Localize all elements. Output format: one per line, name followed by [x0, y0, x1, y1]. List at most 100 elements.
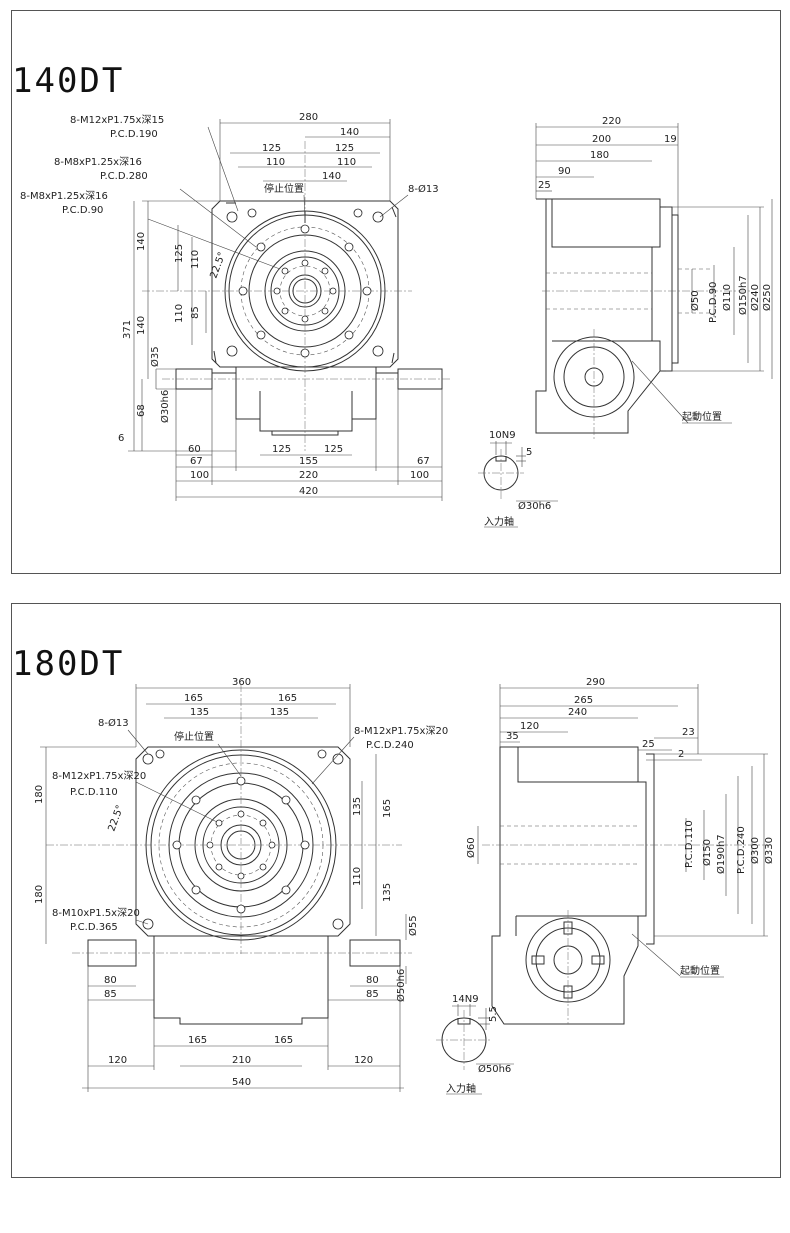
- dim-bottom-165b: 165: [274, 1035, 293, 1046]
- dim-side-90: 90: [558, 166, 571, 177]
- front-holes-inner: [273, 259, 337, 323]
- front-corner-holes: [142, 749, 344, 930]
- dim-top-140c: 140: [322, 171, 341, 182]
- dim-side-23: 23: [682, 727, 695, 738]
- dim-bottom-420: 420: [299, 486, 318, 497]
- dim-side-35: 35: [506, 731, 519, 742]
- callout-holes-13: 8-Ø13: [408, 183, 439, 195]
- dim-bottom-85b: 85: [366, 989, 379, 1000]
- shaft-dia: Ø50h6: [478, 1063, 511, 1075]
- front-holes-outer: [238, 224, 372, 358]
- drawing-panel-180dt: 180DT: [11, 603, 781, 1178]
- dim-side-220: 220: [602, 116, 621, 127]
- dim-left-371: 371: [122, 320, 133, 339]
- callout-m12: 8-M12xP1.75x深20: [354, 725, 448, 737]
- dim-left-d30h6: Ø30h6: [159, 390, 171, 423]
- dim-left-68: 68: [136, 404, 147, 417]
- dim-left-6: 6: [118, 433, 124, 444]
- front-input-shaft-left: [87, 939, 137, 967]
- front-holes-inner: [206, 810, 276, 880]
- shaft-depth-5-5: 5.5: [488, 1006, 499, 1022]
- dim-bottom-80b: 80: [366, 975, 379, 986]
- dim-top-165a: 165: [184, 693, 203, 704]
- callout-m8b-pcd: P.C.D.90: [62, 205, 103, 216]
- callout-m8b: 8-M8xP1.25x深16: [20, 190, 108, 202]
- dim-side-d60: Ø60: [465, 837, 477, 858]
- dim-left-140b: 140: [136, 316, 147, 335]
- dim-side-120: 120: [520, 721, 539, 732]
- dim-bottom-125a: 125: [272, 444, 291, 455]
- front-mounting-plate: [135, 746, 351, 937]
- dim-side-d150h7: Ø150h7: [737, 275, 749, 315]
- dim-side-d110: Ø110: [721, 284, 733, 311]
- dim-top-110a: 110: [266, 157, 285, 168]
- shaft-depth-5: 5: [526, 447, 532, 458]
- side-housing: [535, 198, 661, 434]
- dim-bottom-165a: 165: [188, 1035, 207, 1046]
- dim-left-180a: 180: [34, 785, 45, 804]
- dim-bottom-210: 210: [232, 1055, 251, 1066]
- dim-bottom-220: 220: [299, 470, 318, 481]
- dim-left-110b: 110: [174, 304, 185, 323]
- callout-holes-13: 8-Ø13: [98, 717, 129, 729]
- dim-side-d250: Ø250: [761, 284, 773, 311]
- shaft-key-10n9: 10N9: [489, 430, 516, 441]
- dim-bottom-120a: 120: [108, 1055, 127, 1066]
- dim-side-pcd110: P.C.D.110: [684, 820, 695, 868]
- drawing-title: 140DT: [12, 61, 125, 101]
- front-lower-housing: [153, 936, 329, 1025]
- dim-side-d150: Ø150: [701, 839, 713, 866]
- dim-bottom-100a: 100: [190, 470, 209, 481]
- dim-side-d50: Ø50: [689, 290, 701, 311]
- dim-side-d300: Ø300: [749, 837, 761, 864]
- dim-side-pcd90: P.C.D.90: [708, 282, 719, 323]
- dim-side-d190h7: Ø190h7: [715, 834, 727, 874]
- angle-22-5: 22.5°: [208, 251, 228, 280]
- dim-side-290: 290: [586, 677, 605, 688]
- dim-bottom-120b: 120: [354, 1055, 373, 1066]
- dim-side-240: 240: [568, 707, 587, 718]
- side-housing: [491, 746, 647, 1025]
- dim-right-135a: 135: [352, 797, 363, 816]
- callout-input-shaft: 入力軸: [446, 1082, 476, 1095]
- dim-top-110b: 110: [337, 157, 356, 168]
- dim-side-200: 200: [592, 134, 611, 145]
- dim-bottom-155: 155: [299, 456, 318, 467]
- callout-input-shaft: 入力軸: [484, 515, 514, 528]
- dim-left-85: 85: [190, 306, 201, 319]
- callout-m12-pcd: P.C.D.190: [110, 129, 158, 140]
- dim-left-125: 125: [174, 244, 185, 263]
- callout-stop-position: 停止位置: [174, 730, 214, 743]
- drawing-180dt: 360 165 165 135 135 8-Ø13 停止位置 8-M12xP1.…: [34, 677, 775, 1095]
- dim-bottom-67a: 67: [190, 456, 203, 467]
- callout-start-position: 起動位置: [682, 410, 722, 423]
- dim-left-110a: 110: [190, 250, 201, 269]
- callout-m12: 8-M12xP1.75x深15: [70, 114, 164, 126]
- dim-side-19: 19: [664, 134, 677, 145]
- dim-top-125b: 125: [335, 143, 354, 154]
- dim-side-180: 180: [590, 150, 609, 161]
- dim-top-135a: 135: [190, 707, 209, 718]
- dim-side-265: 265: [574, 695, 593, 706]
- shaft-key-14n9: 14N9: [452, 994, 479, 1005]
- dim-top-360: 360: [232, 677, 251, 688]
- dim-side-d240: Ø240: [749, 284, 761, 311]
- callout-m12b-pcd: P.C.D.110: [70, 787, 118, 798]
- dim-bottom-125b: 125: [324, 444, 343, 455]
- dim-left-180b: 180: [34, 885, 45, 904]
- callout-m8a-pcd: P.C.D.280: [100, 171, 148, 182]
- dim-bottom-85a: 85: [104, 989, 117, 1000]
- dim-right-110: 110: [352, 867, 363, 886]
- callout-m10: 8-M10xP1.5x深20: [52, 907, 140, 919]
- drawing-title: 180DT: [12, 644, 125, 684]
- dim-bottom-540: 540: [232, 1077, 251, 1088]
- dim-right-d55: Ø55: [407, 915, 419, 936]
- callout-m8a: 8-M8xP1.25x深16: [54, 156, 142, 168]
- callout-m12b: 8-M12xP1.75x深20: [52, 770, 146, 782]
- dim-left-d35: Ø35: [149, 346, 161, 367]
- dim-top-140: 140: [340, 127, 359, 138]
- callout-m12-pcd: P.C.D.240: [366, 740, 414, 751]
- dim-top-165b: 165: [278, 693, 297, 704]
- dim-side-d330: Ø330: [763, 837, 775, 864]
- dim-top-125a: 125: [262, 143, 281, 154]
